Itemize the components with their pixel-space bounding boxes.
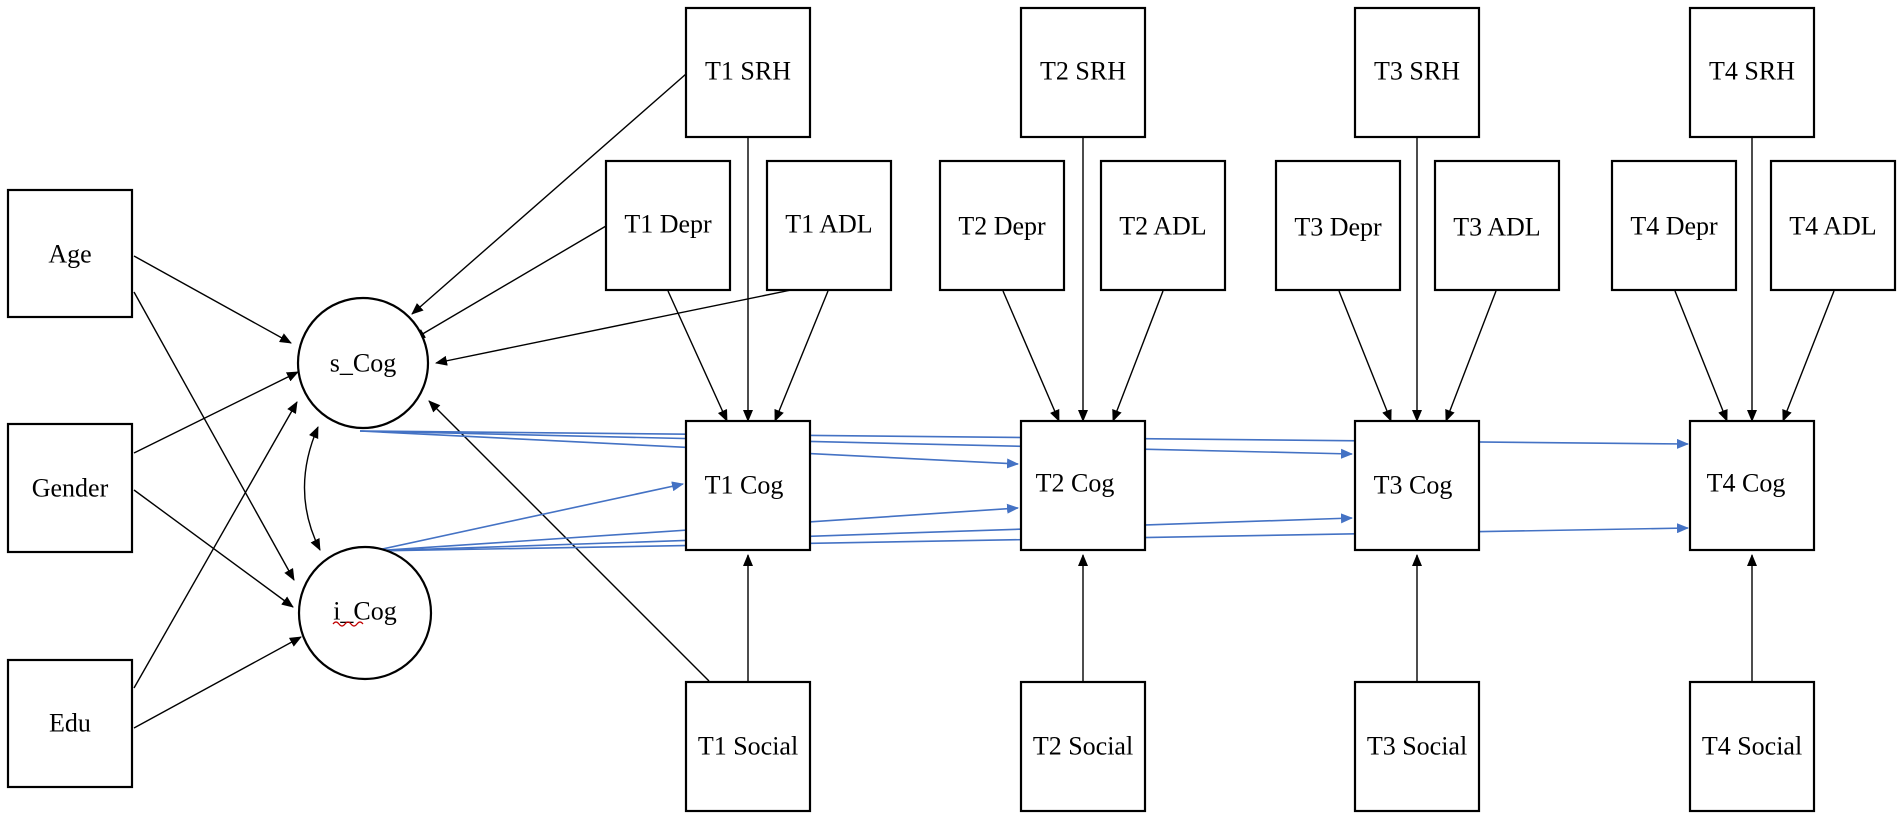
node-t4-srh: T4 SRH (1688, 6, 1816, 139)
edge-t3-adl-to-t3-cog (1445, 290, 1497, 422)
node-t2-srh: T2 SRH (1019, 6, 1147, 139)
t1-to-slope-paths (411, 73, 797, 682)
node-t3-srh-label: T3 SRH (1374, 57, 1460, 86)
spellcheck-underline (332, 621, 364, 627)
edge-edu-to-s-cog (133, 401, 298, 689)
node-i-cog: i_Cog (297, 545, 433, 681)
node-t3-adl-label: T3 ADL (1453, 213, 1540, 242)
node-t4-cog-label: T4 Cog (1707, 469, 1786, 498)
node-t4-social: T4 Social (1688, 680, 1816, 813)
node-t2-adl-label: T2 ADL (1119, 212, 1206, 241)
time-varying-paths (667, 138, 1835, 681)
node-t2-depr: T2 Depr (938, 159, 1066, 292)
node-t3-depr: T3 Depr (1274, 159, 1402, 292)
covariate-paths (133, 255, 302, 729)
edge-edu-to-i-cog (133, 636, 302, 729)
node-t1-depr: T1 Depr (604, 159, 732, 292)
node-t2-cog: T2 Cog (1019, 419, 1147, 552)
edge-age-to-s-cog (133, 255, 292, 344)
node-s-cog-label: s_Cog (330, 349, 396, 378)
node-t4-depr: T4 Depr (1610, 159, 1738, 292)
edge-t3-depr-to-t3-cog (1338, 290, 1392, 422)
node-t4-adl: T4 ADL (1769, 159, 1897, 292)
node-t1-social: T1 Social (684, 680, 812, 813)
node-s-cog: s_Cog (296, 296, 430, 430)
node-t2-social: T2 Social (1019, 680, 1147, 813)
node-edu-label: Edu (49, 709, 91, 738)
edge-t1-adl-to-s-cog (435, 288, 797, 366)
node-i-cog-label: i_Cog (333, 597, 397, 626)
node-t4-depr-label: T4 Depr (1630, 212, 1718, 241)
node-t3-depr-label: T3 Depr (1294, 213, 1382, 242)
node-t4-social-label: T4 Social (1702, 732, 1802, 761)
edge-t2-adl-to-t2-cog (1112, 290, 1164, 422)
covariance-s-i (303, 426, 321, 551)
node-t4-srh-label: T4 SRH (1709, 57, 1795, 86)
node-gender-label: Gender (32, 474, 109, 503)
edge-t4-depr-to-t4-cog (1674, 290, 1728, 422)
edge-t1-social-to-s-cog (428, 400, 710, 682)
node-t4-adl-label: T4 ADL (1789, 212, 1876, 241)
node-t3-social-label: T3 Social (1367, 732, 1467, 761)
node-t2-srh-label: T2 SRH (1040, 57, 1126, 86)
edge-t1-depr-to-s-cog (413, 225, 607, 340)
edge-t1-srh-to-s-cog (411, 73, 687, 315)
node-t1-depr-label: T1 Depr (624, 210, 712, 239)
edge-t4-adl-to-t4-cog (1782, 290, 1835, 422)
edge-i-cog-to-t3-cog (372, 513, 1353, 552)
node-t1-cog-label: T1 Cog (705, 471, 784, 500)
node-t1-adl-label: T1 ADL (785, 210, 872, 239)
node-age: Age (6, 188, 134, 319)
node-t2-depr-label: T2 Depr (958, 212, 1046, 241)
node-edu: Edu (6, 658, 134, 789)
edge-t1-adl-to-t1-cog (774, 290, 829, 422)
node-t1-adl: T1 ADL (765, 159, 893, 292)
node-t1-srh: T1 SRH (684, 6, 812, 139)
node-gender: Gender (6, 422, 134, 554)
node-t2-cog-label: T2 Cog (1036, 469, 1115, 498)
node-t3-cog-label: T3 Cog (1374, 471, 1453, 500)
node-t1-cog: T1 Cog (684, 419, 812, 552)
edge-age-to-i-cog (133, 291, 295, 581)
node-t3-adl: T3 ADL (1433, 159, 1561, 292)
edge-gender-to-s-cog (133, 371, 299, 454)
node-t3-cog: T3 Cog (1353, 419, 1481, 552)
node-t3-social: T3 Social (1353, 680, 1481, 813)
node-t3-srh: T3 SRH (1353, 6, 1481, 139)
edge-i-cog-to-t1-cog (372, 481, 684, 552)
node-age-label: Age (48, 240, 91, 269)
node-t1-social-label: T1 Social (698, 732, 798, 761)
edge-s-cog-to-t3-cog (359, 430, 1353, 459)
edge-t1-depr-to-t1-cog (667, 290, 728, 422)
node-t1-srh-label: T1 SRH (705, 57, 791, 86)
node-t2-social-label: T2 Social (1033, 732, 1133, 761)
node-t2-adl: T2 ADL (1099, 159, 1227, 292)
node-t4-cog: T4 Cog (1688, 419, 1816, 552)
edge-t2-depr-to-t2-cog (1002, 290, 1060, 422)
